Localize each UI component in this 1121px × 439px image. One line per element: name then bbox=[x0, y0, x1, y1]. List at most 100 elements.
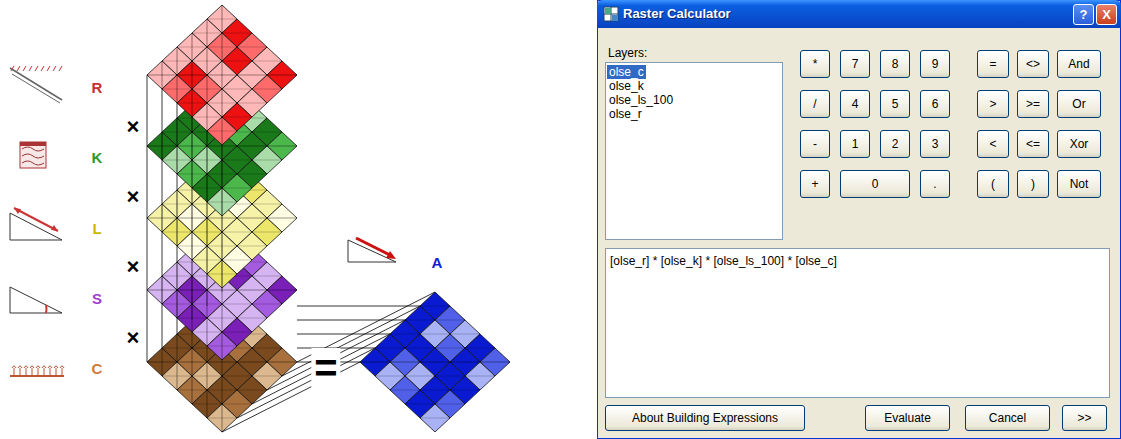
button-label: + bbox=[811, 177, 818, 191]
list-heading: Layers: bbox=[608, 46, 647, 60]
button-label: 5 bbox=[892, 97, 899, 111]
button-label: <> bbox=[1026, 57, 1040, 71]
calc-button: . bbox=[920, 170, 950, 198]
button-label: * bbox=[813, 57, 818, 71]
expression-box: [olse_r] * [olse_k] * [olse_ls_100] * [o… bbox=[605, 248, 1110, 398]
button-label: ( bbox=[991, 177, 995, 191]
stack-line bbox=[147, 75, 148, 362]
button-label: >> bbox=[1077, 411, 1091, 425]
push-button: >> bbox=[1062, 405, 1107, 431]
projection-line bbox=[282, 306, 420, 376]
a-grid bbox=[360, 362, 510, 363]
button-label: And bbox=[1068, 57, 1089, 71]
factor-letter: C bbox=[92, 361, 103, 376]
calc-button: And bbox=[1057, 50, 1101, 78]
calc-button: Not bbox=[1057, 170, 1101, 198]
button-label: 2 bbox=[892, 137, 899, 151]
a-grid bbox=[405, 320, 465, 321]
calc-button: 1 bbox=[840, 130, 870, 158]
calc-button: Or bbox=[1057, 90, 1101, 118]
button-label: Evaluate bbox=[884, 411, 931, 425]
expression-text: [olse_r] * [olse_k] * [olse_ls_100] * [o… bbox=[610, 254, 837, 268]
push-button: About Building Expressions bbox=[605, 405, 805, 431]
layer-name: olse_k bbox=[607, 79, 646, 93]
button-label: 4 bbox=[852, 97, 859, 111]
calc-button: 4 bbox=[840, 90, 870, 118]
help-button: ? bbox=[1073, 4, 1094, 25]
multiply-sign: × bbox=[127, 116, 140, 138]
multiply-sign: × bbox=[127, 256, 140, 278]
button-label: About Building Expressions bbox=[632, 411, 778, 425]
calc-button: >= bbox=[1017, 90, 1049, 118]
calc-button: 0 bbox=[840, 170, 910, 198]
button-label: ) bbox=[1031, 177, 1035, 191]
a-grid bbox=[420, 306, 450, 307]
calc-button: <= bbox=[1017, 130, 1049, 158]
button-label: Cancel bbox=[989, 411, 1026, 425]
calc-button: * bbox=[800, 50, 830, 78]
button-label: X bbox=[1102, 7, 1111, 22]
calc-button: 8 bbox=[880, 50, 910, 78]
button-label: 3 bbox=[932, 137, 939, 151]
button-label: 8 bbox=[892, 57, 899, 71]
calc-button: = bbox=[977, 50, 1009, 78]
calc-button: > bbox=[977, 90, 1009, 118]
close-button: X bbox=[1096, 4, 1117, 25]
button-label: Or bbox=[1072, 97, 1085, 111]
a-grid bbox=[360, 362, 510, 363]
factor-letter: R bbox=[92, 80, 103, 95]
dialog-window: Raster Calculator?XLayers:olse_colse_kol… bbox=[597, 0, 1121, 439]
button-label: < bbox=[989, 137, 996, 151]
push-button: Evaluate bbox=[865, 405, 950, 431]
factor-letter: K bbox=[92, 150, 103, 165]
calc-button: / bbox=[800, 90, 830, 118]
calc-button: + bbox=[800, 170, 830, 198]
slope-length-icon bbox=[10, 208, 62, 240]
button-label: > bbox=[989, 97, 996, 111]
a-grid bbox=[375, 376, 495, 377]
calc-button: < bbox=[977, 130, 1009, 158]
a-grid bbox=[405, 404, 465, 405]
calc-button: ( bbox=[977, 170, 1009, 198]
calc-button: ) bbox=[1017, 170, 1049, 198]
multiply-sign: × bbox=[127, 186, 140, 208]
stack-line bbox=[162, 61, 163, 348]
button-label: Xor bbox=[1070, 137, 1089, 151]
stack-line bbox=[222, 145, 223, 432]
button-label: >= bbox=[1026, 97, 1040, 111]
rain-icon bbox=[10, 66, 62, 103]
button-label: 1 bbox=[852, 137, 859, 151]
calc-button: <> bbox=[1017, 50, 1049, 78]
dialog-window bbox=[597, 0, 1121, 439]
calc-button: 9 bbox=[920, 50, 950, 78]
result-letter: A bbox=[432, 255, 443, 270]
calc-button: Xor bbox=[1057, 130, 1101, 158]
stack-line bbox=[207, 131, 208, 418]
projection-line bbox=[252, 334, 390, 404]
calc-button: 5 bbox=[880, 90, 910, 118]
window-title: Raster Calculator bbox=[623, 6, 731, 21]
factor-letter: L bbox=[92, 221, 101, 236]
button-label: = bbox=[989, 57, 996, 71]
calc-button: 6 bbox=[920, 90, 950, 118]
button-label: / bbox=[813, 97, 816, 111]
button-label: Not bbox=[1070, 177, 1089, 191]
soil-loss-icon bbox=[348, 238, 396, 262]
a-grid bbox=[375, 348, 495, 349]
layer-name: olse_r bbox=[607, 107, 644, 121]
slope-angle-icon bbox=[10, 287, 62, 313]
calc-button: 7 bbox=[840, 50, 870, 78]
projection-line bbox=[237, 348, 375, 418]
stack-line bbox=[192, 117, 193, 404]
multiply-sign: × bbox=[127, 327, 140, 349]
layer-name: olse_c bbox=[607, 65, 646, 79]
button-label: <= bbox=[1026, 137, 1040, 151]
equals-sign: = bbox=[311, 348, 340, 388]
factor-letter: S bbox=[92, 291, 102, 306]
button-label: 0 bbox=[872, 177, 879, 191]
layer-list: Layers:olse_colse_kolse_ls_100olse_r bbox=[605, 62, 783, 240]
projection-line bbox=[267, 320, 405, 390]
a-grid bbox=[390, 390, 480, 391]
button-label: 7 bbox=[852, 57, 859, 71]
button-label: . bbox=[933, 177, 936, 191]
